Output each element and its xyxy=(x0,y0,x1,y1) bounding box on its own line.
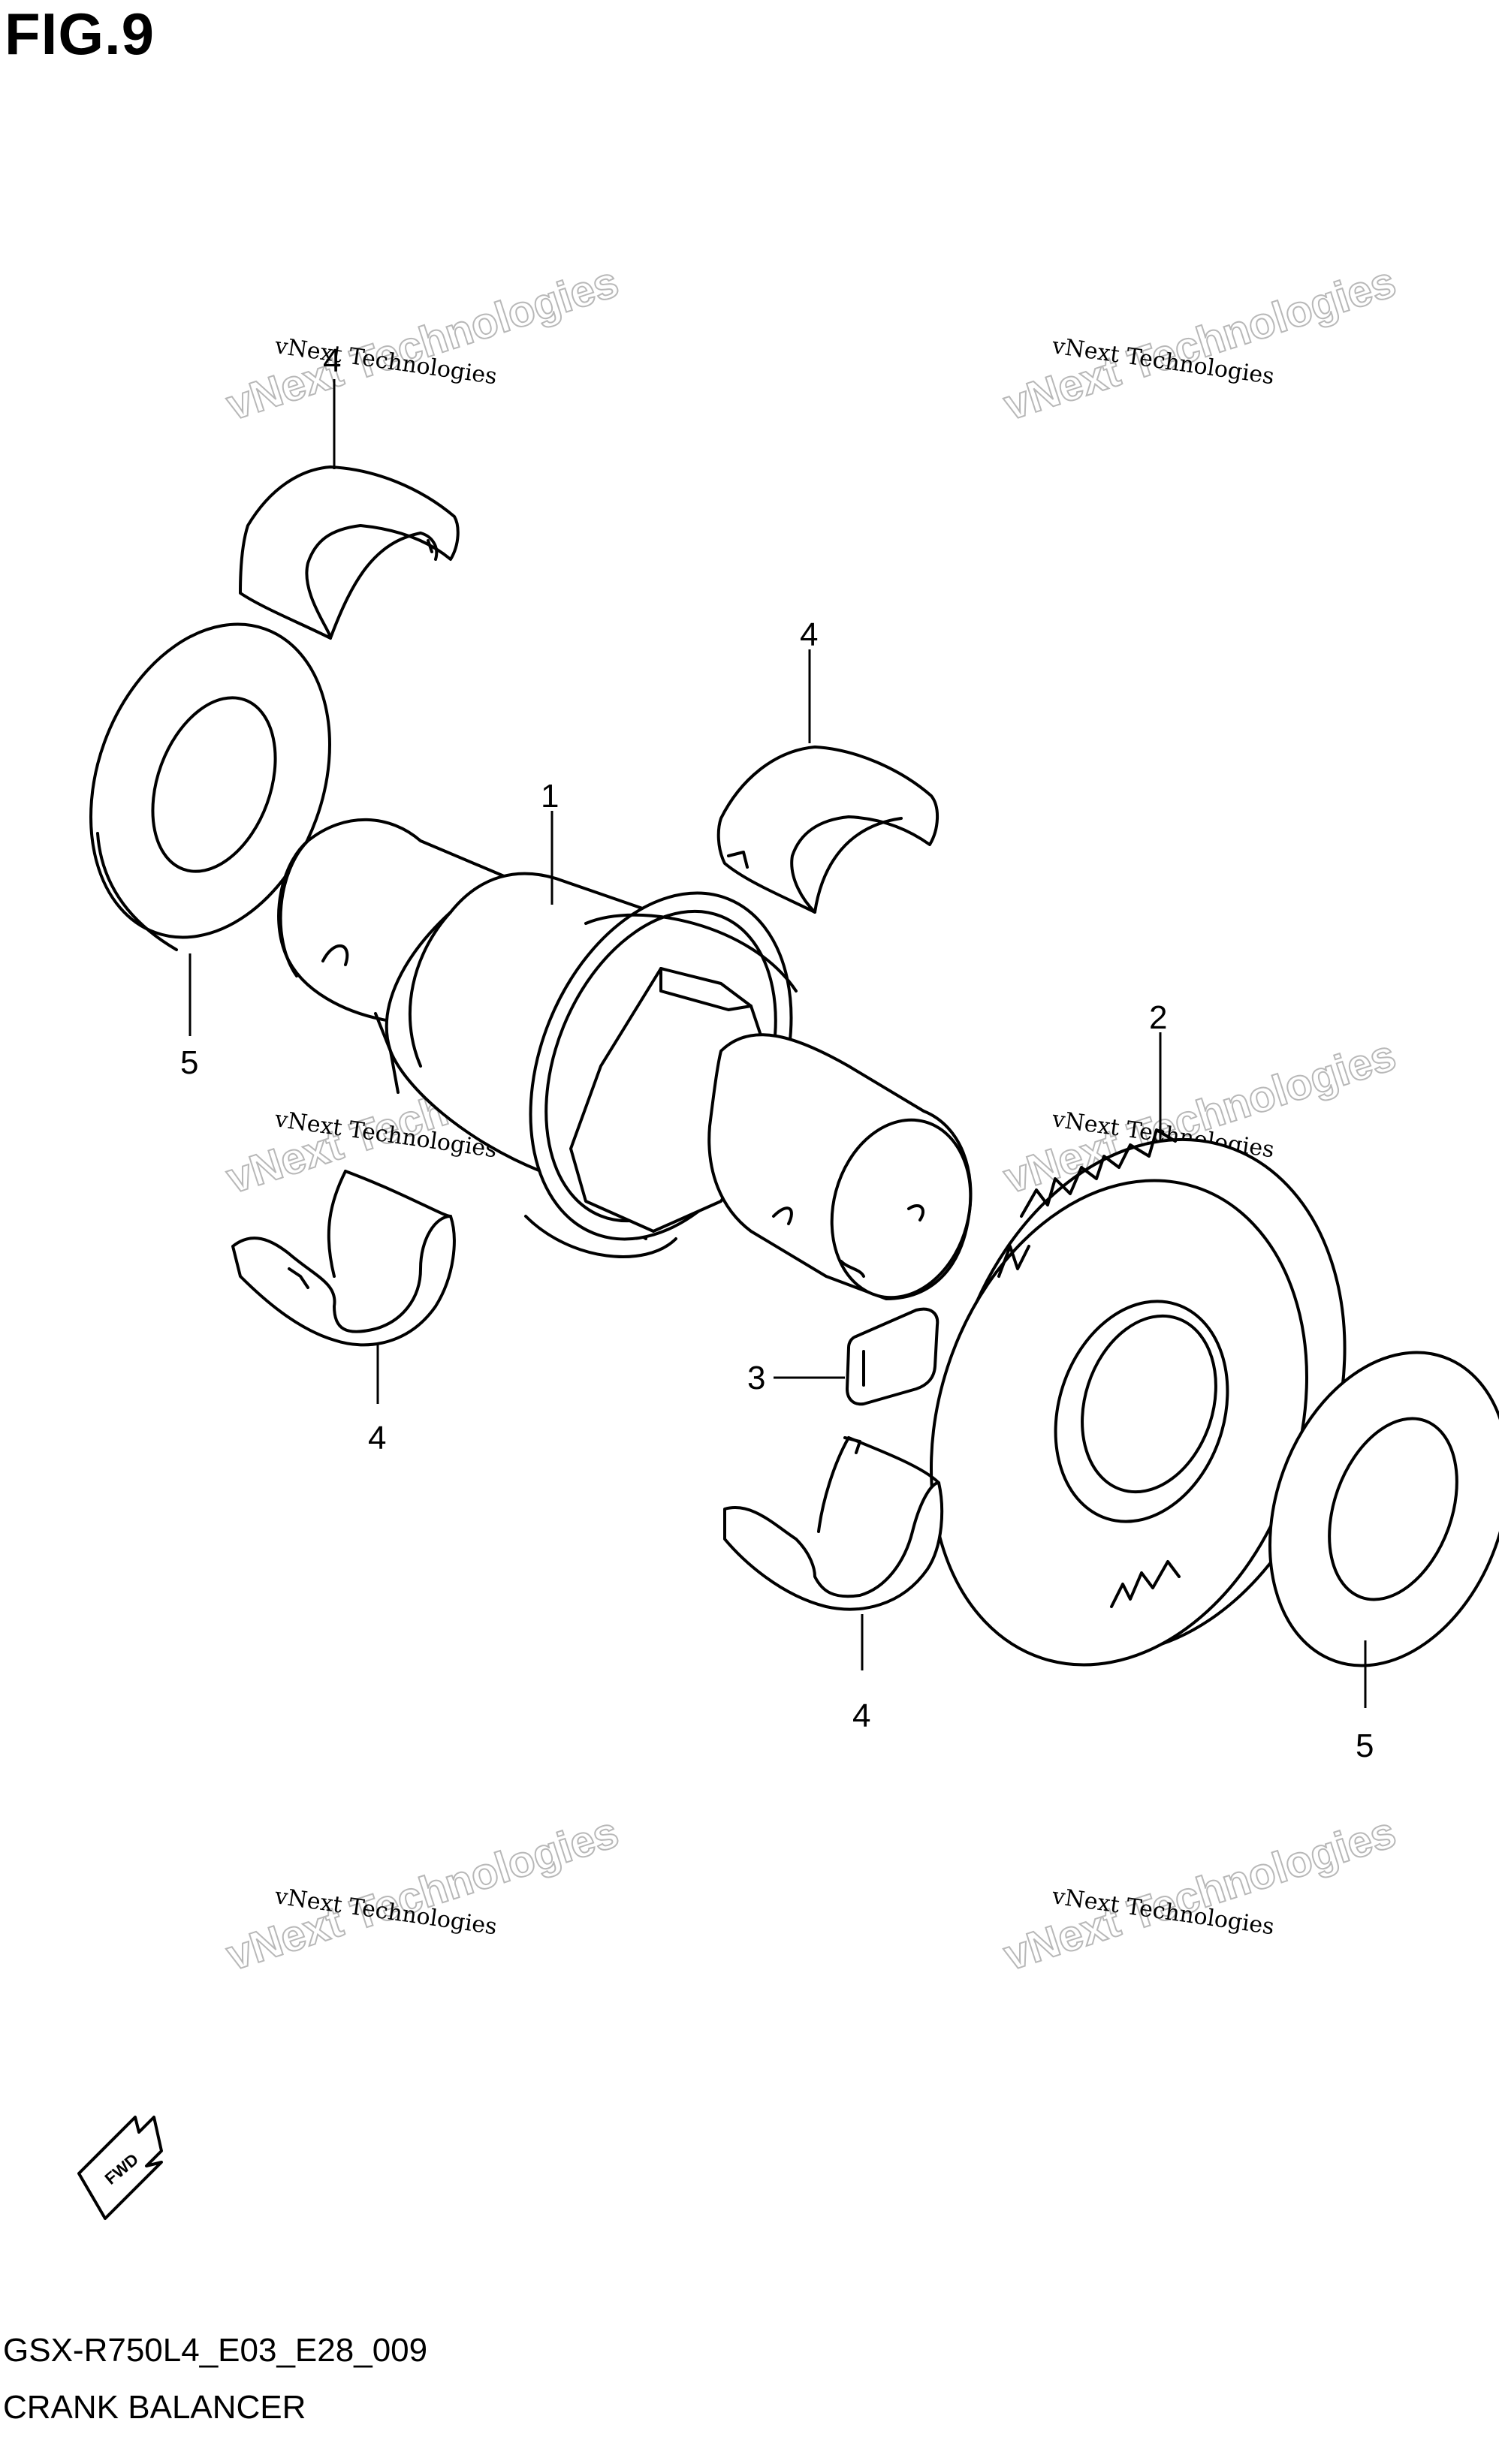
watermark-top-right: vNext Technologies vNext Technologies xyxy=(997,257,1402,431)
bearing-top-left xyxy=(239,465,460,640)
key xyxy=(846,1307,940,1406)
callout-washer-right: 5 xyxy=(1356,1728,1374,1764)
bearing-bottom-right xyxy=(723,1436,944,1611)
balancer-gear xyxy=(930,1128,1347,1667)
callout-bearing-bottom-left: 4 xyxy=(368,1420,386,1456)
callout-bearing-bottom-right: 4 xyxy=(852,1697,870,1734)
callout-washer-left: 5 xyxy=(180,1044,198,1081)
fwd-arrow-icon: FWD xyxy=(77,2116,163,2220)
callout-gear: 2 xyxy=(1149,999,1167,1036)
bearing-bottom-left xyxy=(231,1170,456,1347)
callout-bearing-top-left: 4 xyxy=(323,342,341,379)
watermark-top-left: vNext Technologies vNext Technologies xyxy=(220,257,625,431)
balancer-shaft xyxy=(277,818,973,1300)
watermark-bottom-right: vNext Technologies vNext Technologies xyxy=(997,1807,1402,1981)
washer-right xyxy=(1268,1351,1499,1667)
figure-title: FIG.9 xyxy=(5,1,155,67)
bearing-top-right xyxy=(716,746,940,914)
model-code: GSX-R750L4_E03_E28_009 xyxy=(3,2332,428,2369)
watermark-bottom-left: vNext Technologies vNext Technologies xyxy=(220,1807,625,1981)
washer-left xyxy=(89,622,331,951)
callout-key: 3 xyxy=(747,1360,765,1396)
callout-bearing-top-right: 4 xyxy=(800,616,818,653)
section-name: CRANK BALANCER xyxy=(3,2389,306,2426)
callout-shaft: 1 xyxy=(541,778,559,815)
